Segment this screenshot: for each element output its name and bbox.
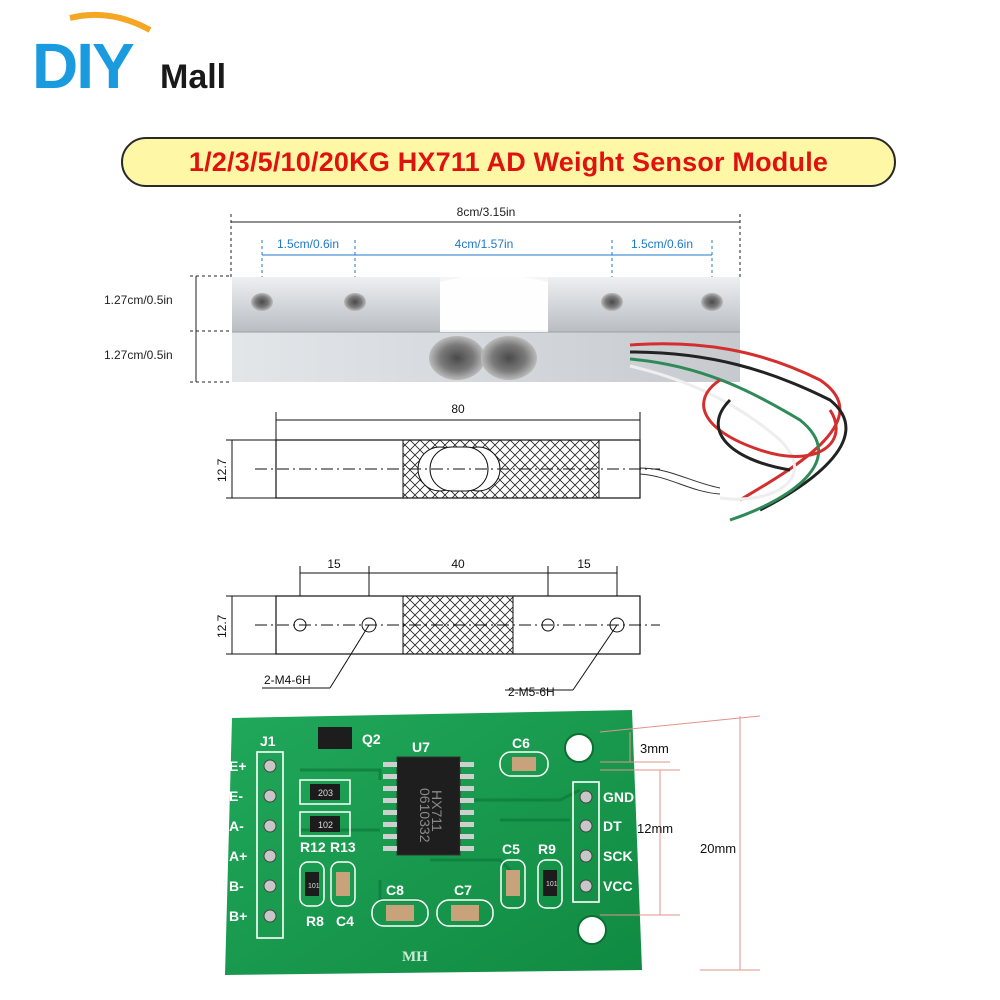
right-thread-label: 2-M5-6H: [508, 685, 555, 699]
load-cell-photo: 8cm/3.15in 1.5cm/0.6in 4cm/1.57in 1.5cm/…: [104, 205, 848, 522]
label-r12: R12: [300, 839, 326, 855]
label-r9: R9: [538, 841, 556, 857]
dim-pins: 12mm: [637, 821, 673, 836]
pin-e-minus: E-: [229, 788, 243, 804]
label-c5: C5: [502, 841, 520, 857]
label-c4: C4: [336, 913, 354, 929]
res-101-a: 101: [308, 883, 320, 890]
dim-left: 1.5cm/0.6in: [277, 237, 339, 251]
label-u7: U7: [412, 739, 430, 755]
pin-sck: SCK: [603, 848, 633, 864]
logo-sub: Mall: [160, 58, 226, 96]
pin-e-plus: E+: [229, 758, 247, 774]
left-thread-label: 2-M4-6H: [264, 673, 311, 687]
dim-height: 20mm: [700, 841, 736, 856]
dim-height-top: 1.27cm/0.5in: [104, 293, 173, 307]
label-r8: R8: [306, 913, 324, 929]
logo-arc-icon: [69, 11, 152, 33]
top-left: 15: [327, 557, 341, 571]
pcb-dimensions: 3mm 12mm 20mm: [599, 715, 761, 971]
dim-hole: 3mm: [640, 741, 669, 756]
top-right: 15: [577, 557, 591, 571]
label-c8: C8: [386, 882, 404, 898]
top-height: 12.7: [215, 614, 229, 638]
pin-vcc: VCC: [603, 878, 633, 894]
pin-a-plus: A+: [229, 848, 247, 864]
side-length: 80: [451, 402, 465, 416]
res-203: 203: [318, 788, 333, 798]
sensor-wires: [629, 342, 848, 522]
label-c7: C7: [454, 882, 472, 898]
hx711-board: J1 E+ E- A- A+ B- B+ GND DT SCK VCC Q2: [225, 710, 642, 975]
label-q2: Q2: [362, 731, 381, 747]
res-101-b: 101: [546, 881, 558, 888]
pin-b-minus: B-: [229, 878, 244, 894]
res-102: 102: [318, 820, 333, 830]
logo-main: DIY: [32, 30, 134, 102]
title-text: 1/2/3/5/10/20KG HX711 AD Weight Sensor M…: [188, 146, 829, 177]
chip-code: 0610332: [417, 788, 433, 843]
dim-height-bottom: 1.27cm/0.5in: [104, 348, 173, 362]
label-j1: J1: [260, 733, 276, 749]
brand-logo: DIY Mall: [32, 11, 226, 102]
chip-name: HX711: [429, 790, 445, 832]
dim-total: 8cm/3.15in: [457, 205, 516, 219]
side-drawing: 80 12.7: [215, 402, 721, 499]
pin-a-minus: A-: [229, 818, 244, 834]
pin-gnd: GND: [603, 789, 634, 805]
maker-mark: MH: [402, 949, 428, 965]
top-drawing: 15 40 15 12.7 2-M4-6H 2-M5-6H: [215, 557, 660, 699]
dim-middle: 4cm/1.57in: [455, 237, 514, 251]
label-c6: C6: [512, 735, 530, 751]
pin-dt: DT: [603, 818, 622, 834]
title-banner: 1/2/3/5/10/20KG HX711 AD Weight Sensor M…: [121, 137, 896, 187]
dim-right: 1.5cm/0.6in: [631, 237, 693, 251]
top-middle: 40: [451, 557, 465, 571]
side-height: 12.7: [215, 458, 229, 482]
pin-b-plus: B+: [229, 908, 247, 924]
label-r13: R13: [330, 839, 356, 855]
